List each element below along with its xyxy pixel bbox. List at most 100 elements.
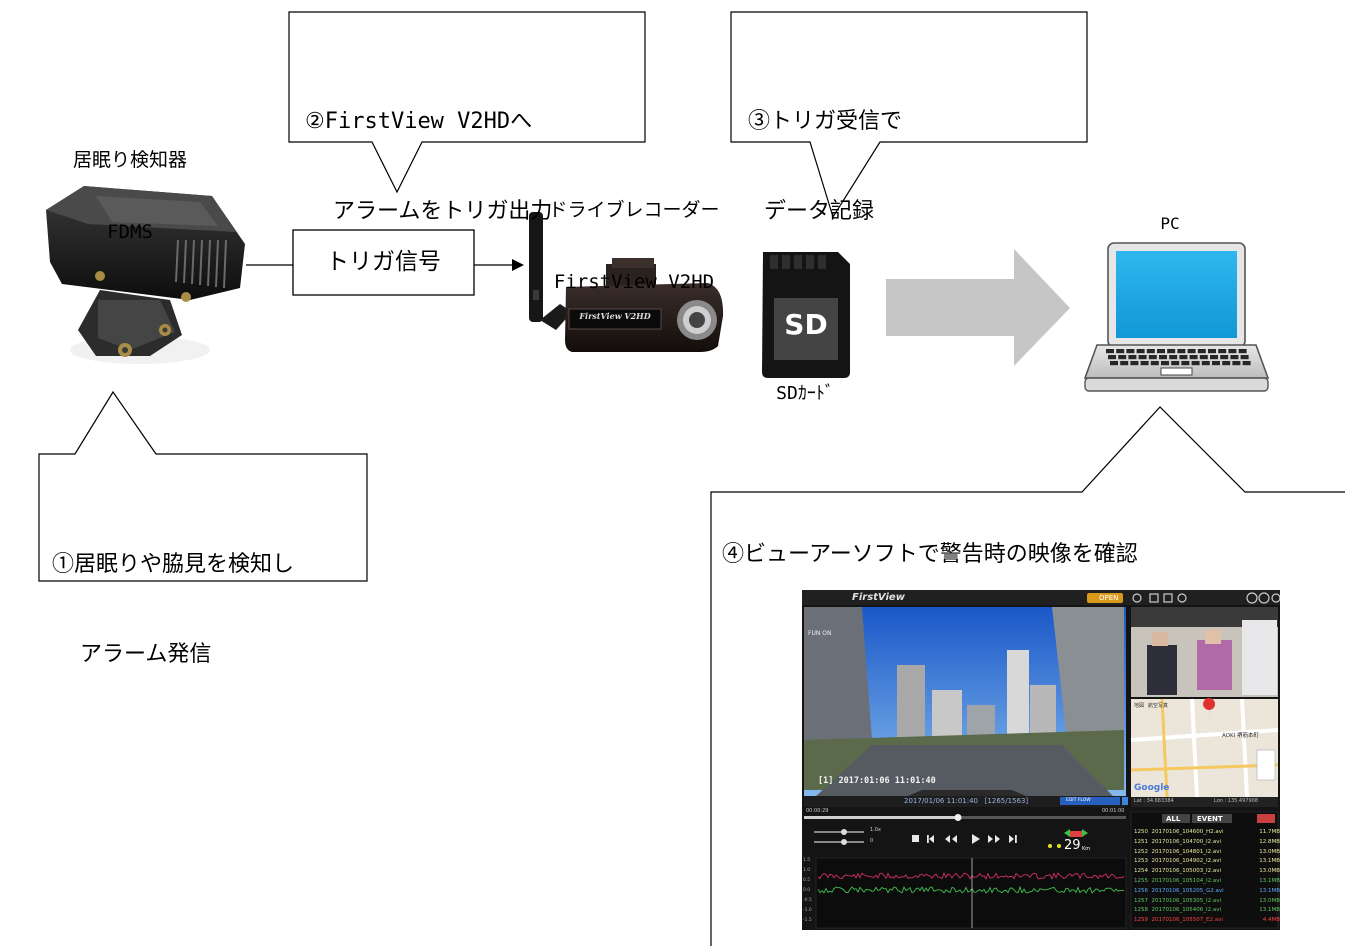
file-size: 13.1MB bbox=[1259, 907, 1280, 914]
file-name: 20170106_104902_I2.avi bbox=[1151, 858, 1222, 865]
laptop-key bbox=[1159, 355, 1167, 360]
recorder-badge: FirstView V2HD bbox=[579, 311, 651, 321]
callout-1-text: ①居眠りや脇見を検知し アラーム発信 bbox=[52, 490, 294, 700]
viewer-speed-unit: Km bbox=[1082, 846, 1091, 852]
laptop-key bbox=[1187, 349, 1196, 354]
laptop-key bbox=[1161, 361, 1169, 366]
callout-1-bubble bbox=[38, 390, 368, 582]
callout-2-bubble bbox=[288, 11, 646, 194]
laptop-key bbox=[1167, 349, 1176, 354]
laptop-key bbox=[1118, 355, 1127, 360]
laptop-key bbox=[1199, 355, 1208, 360]
sd-label: SDｶｰﾄﾞ bbox=[776, 383, 834, 404]
file-name: 20170106_105003_I2.avi bbox=[1151, 868, 1222, 875]
file-size: 12.8MB bbox=[1259, 838, 1280, 845]
laptop-key bbox=[1230, 355, 1239, 360]
laptop-key bbox=[1146, 349, 1155, 354]
file-number: 1254 bbox=[1134, 868, 1152, 875]
callout-2-text: ②FirstView V2HDへ アラームをトリガ出力 bbox=[305, 47, 552, 257]
laptop-key bbox=[1222, 361, 1231, 366]
file-list-item[interactable]: 1254 20170106_105003_I2.avi 13.0MB bbox=[1134, 867, 1280, 876]
callout-4-text: ④ビューアーソフトで警告時の映像を確認 bbox=[722, 542, 1138, 567]
laptop-key bbox=[1208, 349, 1216, 354]
viewer-open-button[interactable]: OPEN bbox=[1099, 594, 1119, 602]
laptop-key bbox=[1242, 361, 1251, 366]
callout-3-line2: データ記録 bbox=[764, 199, 875, 224]
file-number: 1258 bbox=[1134, 907, 1152, 914]
map-label-0: 地図 bbox=[1134, 703, 1145, 709]
callout-1-line2: アラーム発信 bbox=[80, 642, 212, 667]
file-name: 20170106_105507_E2.avi bbox=[1151, 917, 1223, 924]
viewer-speed-rate: 1.0x bbox=[870, 827, 881, 833]
fdms-device-image bbox=[46, 186, 245, 364]
graph-axis-label: 1.0 bbox=[803, 868, 811, 873]
file-number: 1250 bbox=[1134, 829, 1152, 835]
laptop-key bbox=[1181, 361, 1190, 366]
transfer-arrow bbox=[886, 249, 1070, 366]
file-size: 13.0MB bbox=[1259, 868, 1280, 875]
graph-axis-label: 1.5 bbox=[803, 858, 811, 863]
laptop-key bbox=[1177, 349, 1186, 354]
laptop-key bbox=[1108, 355, 1116, 360]
file-list-item[interactable]: 1259 20170106_105507_E2.avi 4.4MB bbox=[1134, 916, 1280, 925]
laptop-key bbox=[1128, 355, 1137, 360]
laptop-key bbox=[1171, 361, 1180, 366]
fdms-label: 居眠り検知器 FDMS bbox=[30, 100, 230, 268]
drive-recorder-image bbox=[529, 212, 724, 352]
viewer-time-start: 00:00:29 bbox=[806, 808, 829, 814]
viewer-corner-tag: FUN ON bbox=[808, 630, 832, 637]
laptop-key bbox=[1220, 355, 1229, 360]
file-name: 20170106_105104_I2.avi bbox=[1151, 878, 1222, 884]
sd-card-image bbox=[762, 252, 850, 378]
file-size: 13.1MB bbox=[1259, 887, 1280, 894]
viewer-art bbox=[802, 590, 1280, 929]
file-number: 1259 bbox=[1134, 917, 1152, 924]
laptop-key bbox=[1150, 361, 1159, 366]
recorder-label-line1: ドライブレコーダー bbox=[548, 199, 720, 221]
laptop-key bbox=[1189, 355, 1198, 360]
viewer-speed-value: 29 bbox=[1064, 838, 1081, 853]
viewer-lat: Lat : 34.683384 bbox=[1134, 798, 1174, 804]
laptop-key bbox=[1138, 355, 1147, 360]
laptop-key bbox=[1116, 349, 1125, 354]
tab-all[interactable]: ALL bbox=[1166, 815, 1181, 823]
graph-axis-label: -1.5 bbox=[803, 918, 812, 923]
map-label-1: 航空写真 bbox=[1148, 703, 1169, 709]
callout-1-line1: ①居眠りや脇見を検知し bbox=[52, 552, 295, 577]
laptop-key bbox=[1179, 355, 1188, 360]
laptop-key bbox=[1110, 361, 1118, 366]
recorder-label-line2: FirstView V2HD bbox=[553, 271, 715, 293]
file-size: 4.4MB bbox=[1262, 917, 1280, 924]
pc-label: PC bbox=[1160, 214, 1180, 233]
viewer-status: 2017/01/06 11:01:40 [1265/1563] bbox=[904, 797, 1029, 805]
laptop-key bbox=[1218, 349, 1227, 354]
sd-card-text: SD bbox=[784, 308, 828, 341]
file-size: 13.1MB bbox=[1259, 858, 1280, 865]
laptop-key bbox=[1140, 361, 1149, 366]
laptop-key bbox=[1106, 349, 1114, 354]
laptop-key bbox=[1210, 355, 1218, 360]
callout-2-line1: ②FirstView V2HDへ bbox=[305, 109, 533, 134]
file-name: 20170106_104801_I2.avi bbox=[1151, 848, 1222, 855]
file-number: 1257 bbox=[1134, 897, 1152, 904]
viewer-edit-button[interactable]: EDIT FLOW bbox=[1066, 798, 1091, 803]
graph-axis-label: 0.5 bbox=[803, 878, 811, 883]
file-size: 11.7MB bbox=[1259, 829, 1280, 835]
viewer-volume: 0 bbox=[870, 838, 874, 844]
laptop-pc-image bbox=[1083, 242, 1270, 392]
laptop-key bbox=[1201, 361, 1210, 366]
fdms-label-line1: 居眠り検知器 bbox=[72, 149, 187, 171]
viewer-time-end: 00:01:00 bbox=[1102, 808, 1125, 814]
file-number: 1252 bbox=[1134, 848, 1152, 855]
tab-event[interactable]: EVENT bbox=[1197, 815, 1223, 823]
